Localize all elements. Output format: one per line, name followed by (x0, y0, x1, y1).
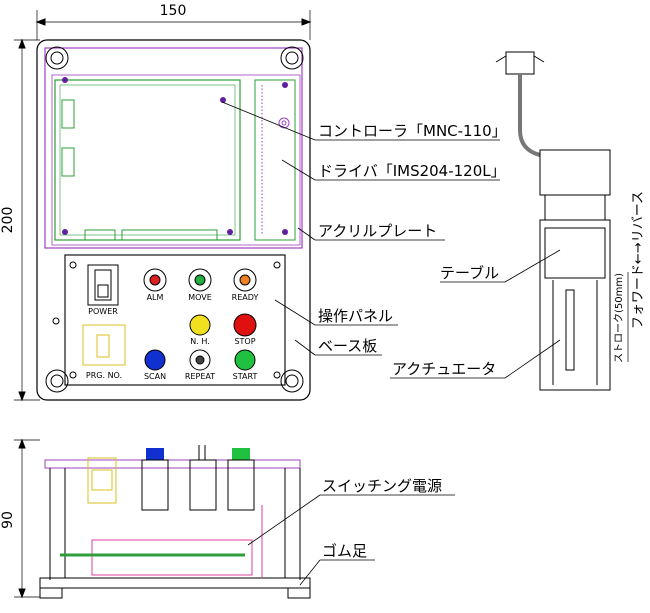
actuator-body (539, 219, 611, 391)
scan-button (144, 349, 166, 371)
callout-leaders (221, 101, 500, 356)
label-stroke: ストローク(50mm) (613, 273, 625, 363)
ready-indicator (239, 274, 251, 286)
label-control-panel: 操作パネル (318, 307, 393, 325)
repeat-switch (189, 349, 211, 371)
side-view (14, 438, 311, 599)
label-ready: READY (232, 293, 259, 302)
prg-no-switch (82, 324, 126, 366)
label-controller: コントローラ「MNC-110」 (318, 122, 507, 140)
label-switching-power: スイッチング電源 (322, 477, 442, 495)
acrylic-plate-outline (44, 47, 303, 249)
label-table: テーブル (440, 264, 499, 282)
dim-width: 150 (160, 3, 187, 19)
move-indicator (194, 274, 206, 286)
dim-height: 200 (0, 207, 16, 234)
label-repeat: REPEAT (185, 372, 215, 381)
label-scan: SCAN (144, 372, 166, 381)
label-actuator: アクチュエータ (392, 360, 496, 378)
dim-depth: 90 (0, 511, 16, 529)
actuator-motor (539, 149, 611, 196)
nh-button (189, 314, 211, 336)
switching-power-supply (91, 539, 253, 576)
label-rubber-feet: ゴム足 (322, 542, 367, 560)
actuator-connector (505, 51, 535, 75)
label-direction: フォワード←→リバース (631, 191, 646, 329)
actuator-callout-leaders (390, 249, 561, 379)
alm-indicator (149, 274, 161, 286)
stop-button (233, 313, 257, 337)
base-plate-outline (36, 39, 311, 401)
label-acrylic-plate: アクリルプレート (318, 222, 437, 240)
label-start: START (233, 372, 258, 381)
label-power: POWER (88, 307, 118, 316)
start-button (234, 349, 256, 371)
rubber-foot-right (287, 587, 311, 599)
actuator-table (544, 227, 606, 279)
side-callout-leaders (247, 494, 455, 586)
label-driver: ドライバ「IMS204-120L」 (318, 162, 506, 180)
label-stop: STOP (234, 337, 255, 346)
control-panel-outline (64, 254, 286, 386)
side-acrylic-panel (44, 459, 301, 469)
label-move: MOVE (188, 293, 212, 302)
actuator-view (495, 51, 629, 391)
label-prg-no: PRG. NO. (86, 371, 122, 380)
top-view (14, 10, 312, 402)
power-switch (87, 264, 119, 306)
label-base-plate: ベース板 (318, 337, 377, 355)
label-alm: ALM (147, 293, 164, 302)
driver-board (254, 79, 296, 241)
controller-board (54, 79, 241, 241)
label-nh: N. H. (190, 337, 210, 346)
side-base-plate (39, 577, 311, 589)
rubber-foot-left (39, 587, 63, 599)
